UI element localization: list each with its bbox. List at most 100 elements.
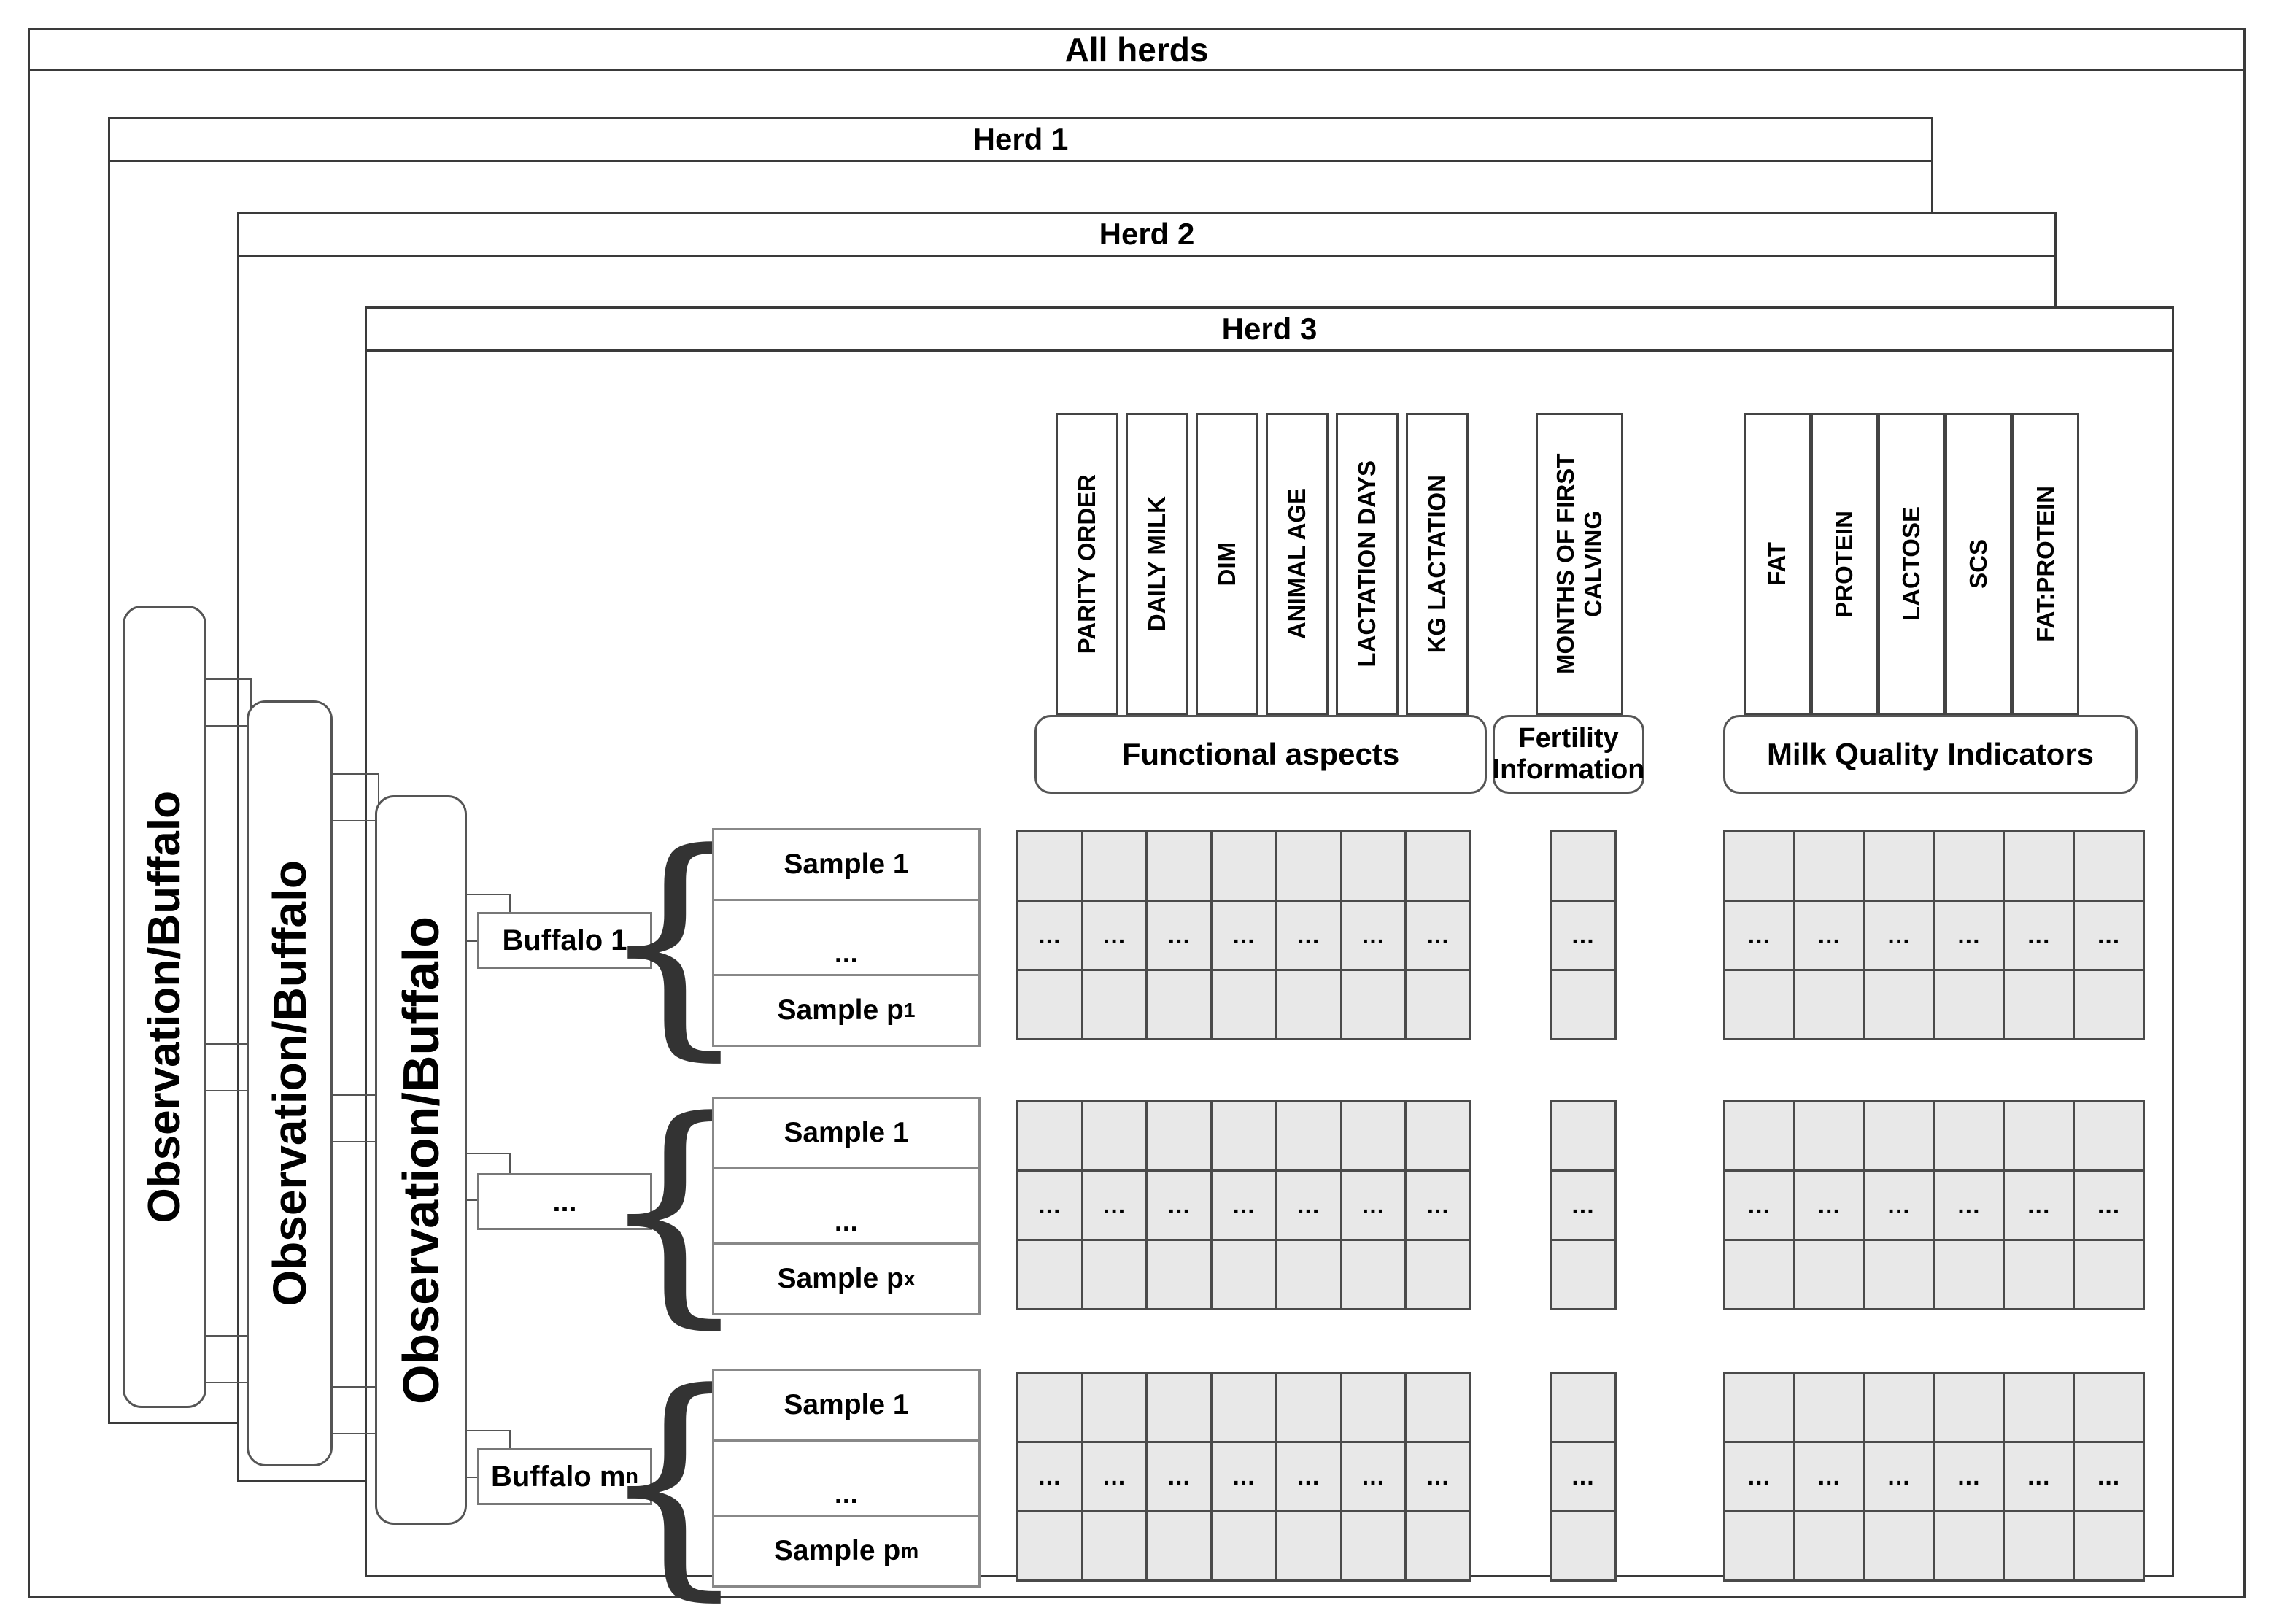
group-label-text-milk-quality-indicators: Milk Quality Indicators: [1766, 737, 2095, 772]
data-cell: [1935, 1512, 2003, 1579]
data-cell: [1018, 1374, 1081, 1441]
data-cell-ellipsis: ...: [1407, 1172, 1469, 1239]
column-header-animal-age: ANIMAL AGE: [1266, 413, 1329, 715]
sample-cell-mid-3: ...: [714, 1442, 978, 1517]
data-cell-ellipsis: ...: [2075, 1443, 2143, 1510]
brace-row-3: {: [597, 1341, 751, 1621]
data-cell-ellipsis: ...: [1277, 1443, 1340, 1510]
data-cell-ellipsis: ...: [1342, 902, 1405, 969]
observation-buffalo-label-2: Observation/Buffalo: [263, 860, 316, 1307]
data-cell: [1213, 832, 1275, 900]
data-cell: [1407, 1512, 1469, 1579]
column-header-label-lactose: LACTOSE: [1898, 506, 1925, 622]
data-cell: [1865, 1241, 1933, 1308]
data-cell-ellipsis: ...: [1865, 1443, 1933, 1510]
data-cell: [2075, 1374, 2143, 1441]
column-header-label-fat-protein: FAT:PROTEIN: [2032, 486, 2059, 642]
data-cell: [2005, 971, 2073, 1038]
sample-first-label-2: Sample 1: [784, 1117, 909, 1148]
data-cell: [1407, 971, 1469, 1038]
column-header-label-parity-order: PARITY ORDER: [1073, 473, 1100, 654]
data-cell: [1277, 1512, 1340, 1579]
sample-last-sub-3: m: [900, 1539, 919, 1562]
observation-buffalo-label-1: Observation/Buffalo: [139, 790, 190, 1223]
data-cell: [1552, 1512, 1614, 1579]
group-label-text-fertility-line1: Fertility: [1518, 723, 1619, 754]
data-cell-ellipsis: ...: [1795, 1172, 1863, 1239]
column-header-label-fat: FAT: [1763, 542, 1790, 586]
buffalo-label-3-sub: n: [625, 1464, 639, 1488]
data-cell: [1083, 1374, 1146, 1441]
data-cell: [1865, 1374, 1933, 1441]
data-cell-ellipsis: ...: [1083, 1172, 1146, 1239]
sample-last-label-1: Sample p: [777, 994, 904, 1026]
data-cell: [1342, 1102, 1405, 1169]
data-cell: [2075, 1512, 2143, 1579]
data-cell: [2005, 1374, 2073, 1441]
data-cell: [1407, 1374, 1469, 1441]
data-cell-ellipsis: ...: [1213, 1443, 1275, 1510]
column-header-kg-lactation: KG LACTATION: [1406, 413, 1469, 715]
data-cell-ellipsis: ...: [1277, 902, 1340, 969]
sample-last-sub-1: 1: [903, 999, 916, 1021]
data-cell: [1552, 832, 1614, 900]
column-header-label-dim: DIM: [1213, 541, 1240, 587]
sample-mid-label-3: ...: [834, 1478, 859, 1509]
data-cell: [2075, 1102, 2143, 1169]
data-cell-ellipsis: ...: [1552, 902, 1614, 969]
data-cell: [1725, 832, 1793, 900]
sample-last-sub-2: x: [903, 1267, 916, 1290]
data-cell-ellipsis: ...: [2005, 1443, 2073, 1510]
data-cell: [1795, 832, 1863, 900]
data-cell: [2005, 832, 2073, 900]
data-cell-ellipsis: ...: [2005, 902, 2073, 969]
observation-buffalo-label-3: Observation/Buffalo: [392, 916, 449, 1404]
data-cell: [1795, 1374, 1863, 1441]
data-cell: [1083, 1241, 1146, 1308]
column-header-label-kg-lactation: KG LACTATION: [1423, 474, 1450, 654]
all-herds-title: All herds: [1064, 31, 1209, 69]
data-cell: [1342, 1374, 1405, 1441]
data-cell-ellipsis: ...: [1018, 1443, 1081, 1510]
data-cell: [1277, 1102, 1340, 1169]
herd-3-title: Herd 3: [1221, 312, 1318, 346]
data-cell: [1795, 971, 1863, 1038]
data-cell: [1725, 1374, 1793, 1441]
data-grid-fertility-row-1: ...: [1550, 830, 1617, 1040]
data-cell: [1213, 1512, 1275, 1579]
data-cell: [1148, 832, 1211, 900]
observation-buffalo-box-herd2: Observation/Buffalo: [247, 700, 333, 1466]
data-cell: [1865, 971, 1933, 1038]
data-cell-ellipsis: ...: [1552, 1443, 1614, 1510]
data-cell: [1277, 832, 1340, 900]
data-cell-ellipsis: ...: [1865, 1172, 1933, 1239]
data-cell: [1725, 1241, 1793, 1308]
data-cell: [1148, 1512, 1211, 1579]
data-cell: [1018, 1512, 1081, 1579]
data-cell: [1018, 832, 1081, 900]
data-cell: [1018, 1241, 1081, 1308]
sample-cell-mid-1: ...: [714, 901, 978, 976]
sample-cell-first-2: Sample 1: [714, 1099, 978, 1169]
data-cell: [1213, 1374, 1275, 1441]
data-cell-ellipsis: ...: [1148, 1172, 1211, 1239]
column-header-lactation-days: LACTATION DAYS: [1336, 413, 1399, 715]
data-cell-ellipsis: ...: [1725, 1443, 1793, 1510]
data-grid-milk-row-3: ..................: [1723, 1372, 2145, 1582]
data-cell-ellipsis: ...: [2075, 1172, 2143, 1239]
connector-stub-2a: [333, 773, 379, 821]
column-header-label-daily-milk: DAILY MILK: [1143, 496, 1170, 632]
data-cell: [1083, 1102, 1146, 1169]
data-cell: [1552, 971, 1614, 1038]
data-cell-ellipsis: ...: [1795, 1443, 1863, 1510]
data-cell: [1342, 1512, 1405, 1579]
column-header-daily-milk: DAILY MILK: [1126, 413, 1188, 715]
column-header-lactose: LACTOSE: [1878, 413, 1945, 715]
buffalo-label-box-2: ...: [477, 1173, 652, 1230]
data-cell-ellipsis: ...: [1935, 1443, 2003, 1510]
data-cell-ellipsis: ...: [1935, 1172, 2003, 1239]
